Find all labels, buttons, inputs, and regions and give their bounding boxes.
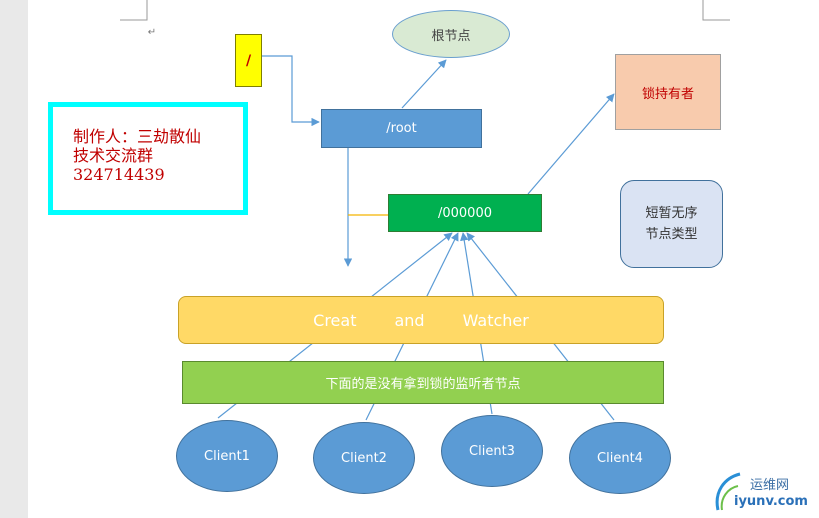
client2-ellipse[interactable]: Client2 — [313, 422, 415, 494]
client3-label: Client3 — [469, 443, 515, 459]
watermark-domain: iyunv.com — [734, 494, 808, 509]
watcher-word: Watcher — [462, 310, 529, 330]
waiting-listeners-bar[interactable]: 下面的是没有拿到锁的监听者节点 — [182, 361, 664, 404]
client3-ellipse[interactable]: Client3 — [441, 415, 543, 487]
lock-owner-node[interactable]: 锁持有者 — [615, 54, 721, 130]
site-watermark: 运维网 iyunv.com — [712, 470, 817, 516]
author-note-line3: 324714439 — [73, 165, 165, 184]
root-node[interactable]: /root — [321, 109, 482, 148]
arrow-slash-to-root — [262, 55, 320, 127]
node-type-line1: 短暂无序 — [645, 206, 698, 221]
client1-ellipse[interactable]: Client1 — [176, 420, 278, 492]
node-type-box[interactable]: 短暂无序 节点类型 — [620, 180, 723, 268]
slash-node-label: / — [245, 52, 252, 69]
root-label-text: 根节点 — [431, 28, 471, 44]
waiting-listeners-label: 下面的是没有拿到锁的监听者节点 — [325, 377, 521, 392]
znode-000000[interactable]: /000000 — [388, 194, 542, 232]
top-left-corner-mark — [120, 0, 148, 21]
creat-word: Creat — [313, 310, 357, 330]
arrow-root-to-root-label — [401, 59, 447, 109]
node-type-line2: 节点类型 — [645, 227, 698, 242]
author-note-line2: 技术交流群 — [73, 146, 154, 165]
client4-ellipse[interactable]: Client4 — [569, 422, 671, 494]
client1-label: Client1 — [204, 448, 250, 464]
slash-node[interactable]: / — [235, 34, 262, 87]
watermark-swoosh-icon — [715, 472, 741, 511]
author-note-box: 制作人：三劫散仙 技术交流群 324714439 — [48, 102, 248, 215]
client2-label: Client2 — [341, 450, 387, 466]
root-node-label: /root — [386, 121, 417, 136]
znode-000000-label: /000000 — [437, 205, 492, 221]
paragraph-mark: ↵ — [147, 26, 157, 38]
top-right-corner-mark — [702, 0, 730, 21]
author-note-line1: 制作人：三劫散仙 — [73, 127, 202, 146]
watermark-cn: 运维网 — [750, 478, 790, 493]
creat-watcher-bar[interactable]: Creat and Watcher — [178, 296, 664, 344]
arrow-znode-to-lock-owner — [527, 93, 615, 195]
lock-owner-label: 锁持有者 — [641, 86, 694, 102]
client4-label: Client4 — [597, 450, 643, 466]
and-word: and — [394, 310, 425, 330]
root-label-ellipse[interactable]: 根节点 — [392, 10, 510, 58]
